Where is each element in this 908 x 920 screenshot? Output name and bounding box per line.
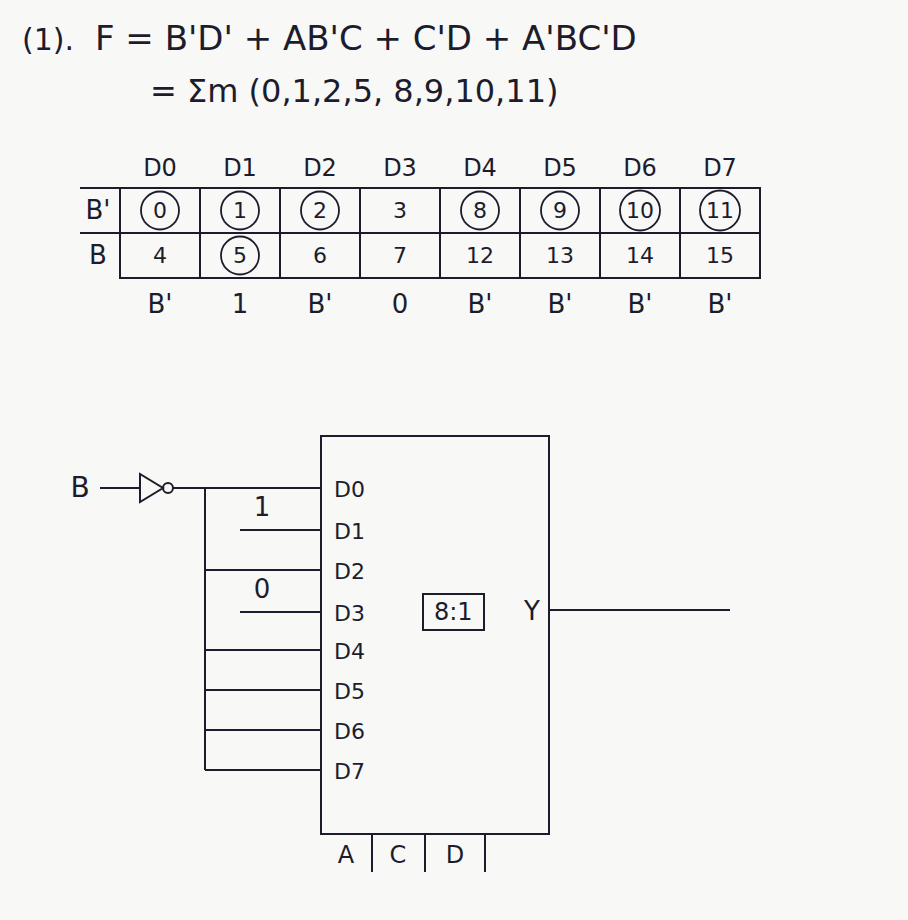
minterm-cell: 7 — [393, 242, 407, 268]
table-rule — [519, 188, 521, 278]
minterm-cell: 2 — [313, 197, 327, 223]
column-header: D0 — [143, 154, 177, 183]
minterm-circle — [221, 192, 259, 230]
input-pin-label: D1 — [334, 519, 365, 545]
table-rule — [359, 188, 361, 278]
wire — [240, 611, 320, 613]
table-rule — [679, 188, 681, 278]
output-pin-label: Y — [524, 596, 540, 627]
minterm-cell: 9 — [553, 197, 567, 223]
minterm-cell: 5 — [233, 242, 247, 268]
minterm-circle — [461, 192, 499, 230]
mux-input-value: 0 — [392, 289, 409, 320]
minterm-cell: 15 — [706, 242, 734, 268]
input-pin-label: D2 — [334, 559, 365, 585]
wire — [205, 689, 320, 691]
minterm-cell: 8 — [473, 197, 487, 223]
minterm-circle — [141, 192, 179, 230]
select-line: C — [390, 841, 407, 870]
column-header: D3 — [383, 154, 417, 183]
boolean-expression: F = B'D' + AB'C + C'D + A'BC'D — [95, 18, 637, 59]
input-signal: B — [70, 471, 89, 505]
select-divider — [371, 835, 373, 872]
table-rule — [279, 188, 281, 278]
select-divider — [424, 835, 426, 872]
minterm-cell: 4 — [153, 242, 167, 268]
input-pin-label: D7 — [334, 759, 365, 785]
mux-input-value: B' — [308, 289, 333, 320]
wire — [205, 729, 320, 731]
wire — [173, 487, 320, 489]
table-rule — [439, 188, 441, 278]
truth-table-grid — [80, 188, 760, 278]
table-rule — [80, 187, 120, 189]
minterm-circle — [221, 237, 259, 275]
table-rule — [80, 232, 120, 234]
table-border — [120, 188, 760, 278]
select-line: D — [446, 841, 464, 870]
mux-input-value: B' — [468, 289, 493, 320]
minterm-circle — [700, 191, 740, 231]
constant-input: 1 — [254, 492, 271, 523]
column-header: D4 — [463, 154, 497, 183]
column-header: D6 — [623, 154, 657, 183]
minterm-cell: 1 — [233, 197, 247, 223]
minterm-circle — [301, 192, 339, 230]
inverter-symbol — [140, 474, 163, 502]
minterm-cell: 12 — [466, 242, 494, 268]
multiplexer-block: D0D1D2D3D4D5D6D7 Y 8:1 — [320, 435, 550, 835]
input-pin-label: D3 — [334, 601, 365, 627]
inverter-bubble — [163, 483, 173, 493]
minterm-cell: 14 — [626, 242, 654, 268]
minterm-circle — [541, 192, 579, 230]
input-pin-label: D5 — [334, 679, 365, 705]
minterm-circles — [141, 191, 740, 275]
minterm-cell: 6 — [313, 242, 327, 268]
mux-input-value: B' — [708, 289, 733, 320]
wire — [100, 487, 140, 489]
wire — [205, 649, 320, 651]
input-wiring — [100, 474, 730, 872]
wire — [240, 529, 320, 531]
mux-input-value: 1 — [232, 289, 249, 320]
output-wire — [550, 609, 730, 611]
column-header: D7 — [703, 154, 737, 183]
row-label: B — [89, 240, 107, 271]
mux-size-label: 8:1 — [434, 598, 473, 627]
mux-input-value: B' — [628, 289, 653, 320]
wire — [205, 569, 320, 571]
minterm-cell: 10 — [626, 197, 654, 223]
minterm-cell: 13 — [546, 242, 574, 268]
minterm-circle — [620, 191, 660, 231]
minterm-list: = Σm (0,1,2,5, 8,9,10,11) — [150, 72, 558, 110]
row-label: B' — [86, 195, 111, 226]
select-line: A — [338, 841, 354, 870]
column-header: D1 — [223, 154, 257, 183]
select-divider — [484, 835, 486, 872]
problem-number: (1). — [22, 22, 74, 58]
column-header: D5 — [543, 154, 577, 183]
input-pin-label: D4 — [334, 639, 365, 665]
input-pin-label: D0 — [334, 477, 365, 503]
wire — [204, 488, 206, 770]
mux-input-value: B' — [148, 289, 173, 320]
wire — [205, 769, 320, 771]
minterm-cell: 0 — [153, 197, 167, 223]
minterm-cell: 11 — [706, 197, 734, 223]
input-pin-label: D6 — [334, 719, 365, 745]
minterm-cell: 3 — [393, 197, 407, 223]
table-rule — [199, 188, 201, 278]
table-rule — [599, 188, 601, 278]
mux-size-box: 8:1 — [422, 593, 485, 632]
mux-input-value: B' — [548, 289, 573, 320]
column-header: D2 — [303, 154, 337, 183]
constant-input: 0 — [254, 574, 271, 605]
